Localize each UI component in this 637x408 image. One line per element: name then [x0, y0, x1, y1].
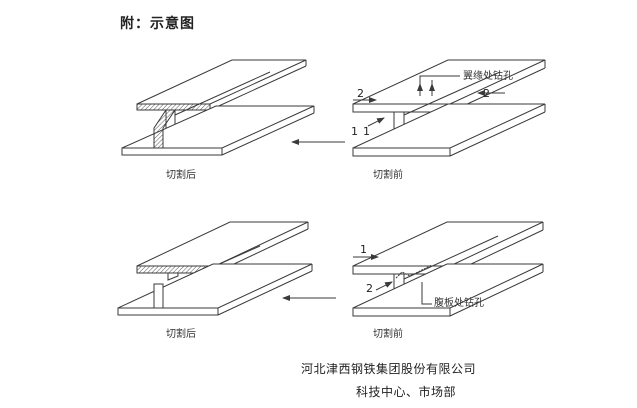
mark-top-right-1a: 1	[351, 125, 358, 138]
mark-bottom-right-2: 2	[366, 282, 373, 295]
caption-bottom-right: 切割前	[373, 329, 403, 340]
caption-top-right: 切割前	[373, 170, 403, 181]
callout-web-drilling: 腹板处钻孔	[434, 298, 484, 309]
department-name: 科技中心、市场部	[356, 385, 457, 399]
mark-bottom-right-1: 1	[360, 243, 367, 256]
cut-section-hatch	[136, 103, 211, 111]
top-flange	[352, 59, 546, 105]
beam-top-left	[121, 59, 315, 156]
mark-top-right-1b: 1	[363, 125, 370, 138]
top-flange	[136, 221, 309, 267]
caption-bottom-left: 切割后	[166, 329, 196, 340]
caption-top-left: 切割后	[166, 170, 196, 181]
callout-flange-drilling: 翼缘处钻孔	[463, 71, 513, 82]
top-flange	[136, 59, 307, 105]
mark-top-right-2b: 2	[483, 87, 490, 100]
mark-top-right-2a: 2	[357, 87, 364, 100]
beam-top-right	[352, 59, 546, 157]
page-title: 附：示意图	[120, 16, 195, 32]
beam-bottom-left	[117, 221, 313, 316]
bottom-flange	[121, 105, 315, 149]
company-name: 河北津西钢铁集团股份有限公司	[301, 362, 477, 376]
beam-bottom-right	[352, 221, 544, 317]
